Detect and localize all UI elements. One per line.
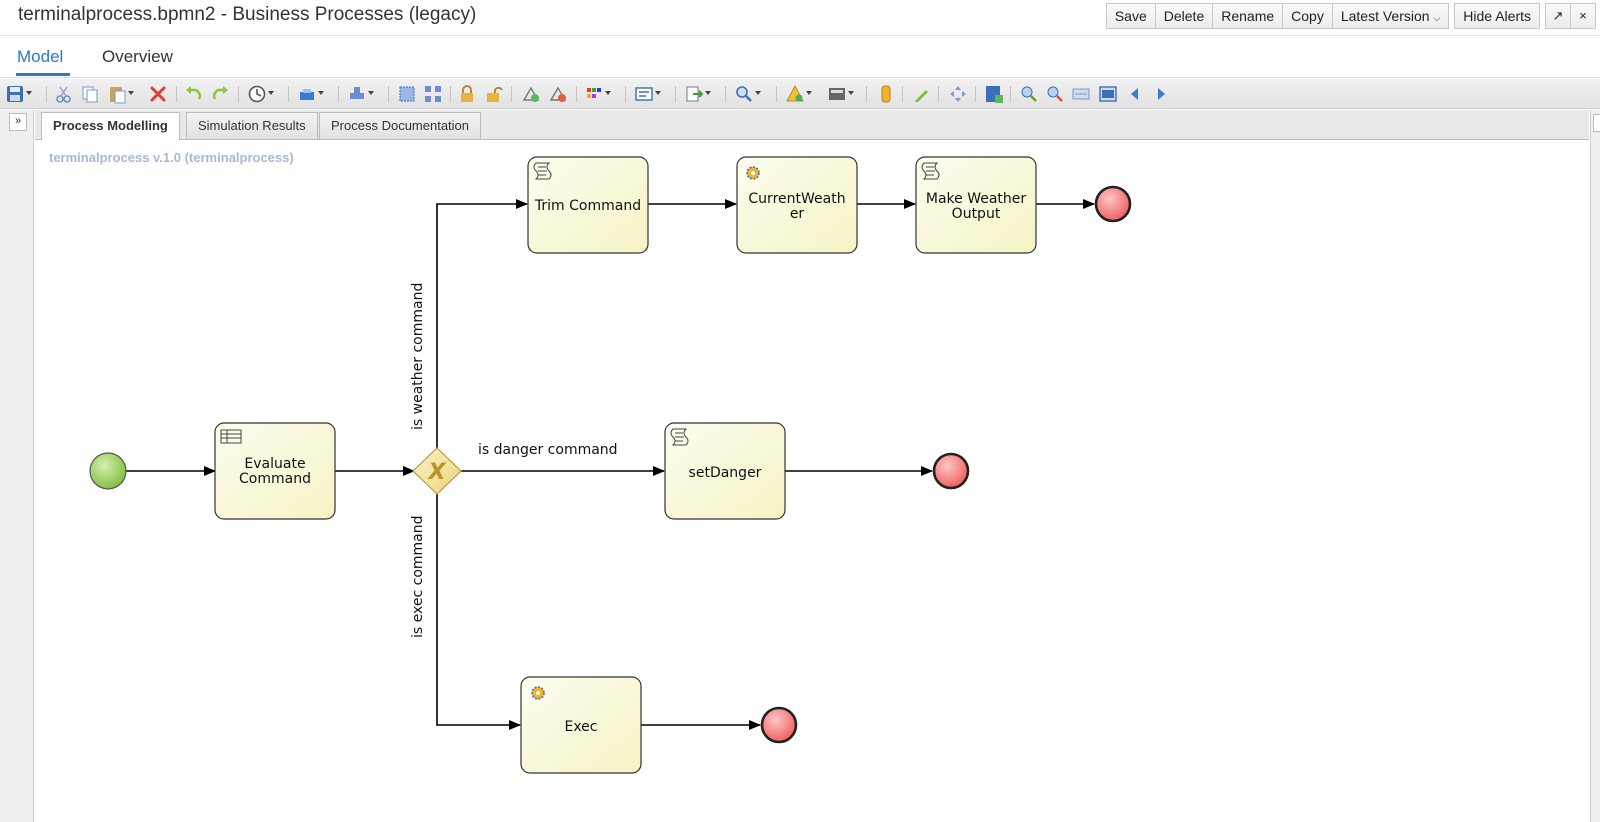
designer-tabs: Process Modelling Simulation Results Pro… (35, 110, 1589, 140)
window-title: terminalprocess.bpmn2 - Business Process… (18, 4, 477, 25)
fit-width-icon[interactable] (1071, 84, 1091, 104)
delete-icon[interactable] (148, 84, 168, 104)
end-event-exec[interactable] (760, 706, 798, 744)
shape-icon[interactable] (297, 84, 324, 104)
task-exec[interactable]: Exec (520, 676, 642, 774)
tab-overview[interactable]: Overview (102, 47, 173, 66)
task-label-line-2: Output (952, 206, 1001, 222)
script-icon (670, 428, 689, 446)
start-event[interactable] (89, 452, 127, 490)
paste-icon[interactable] (107, 84, 134, 104)
end-event-danger[interactable] (932, 452, 970, 490)
previous-icon[interactable] (1125, 84, 1145, 104)
task-evaluate-command[interactable]: Evaluate Command (214, 422, 336, 520)
zoom-out-icon[interactable] (1045, 84, 1065, 104)
task-label-line-2: Command (239, 471, 311, 487)
latest-version-dropdown[interactable]: Latest Version ⌵ (1331, 3, 1450, 29)
script-icon (533, 162, 552, 180)
gear-icon (531, 686, 545, 700)
editor-tabs: Model Overview (0, 37, 1600, 78)
title-bar: terminalprocess.bpmn2 - Business Process… (0, 0, 1600, 36)
tab-model[interactable]: Model (17, 47, 64, 66)
flow-weather[interactable] (436, 199, 528, 448)
task-make-weather-output[interactable]: Make Weather Output (915, 156, 1037, 254)
export-icon[interactable] (684, 84, 711, 104)
validate-icon[interactable] (734, 84, 761, 104)
task-label-line-2: er (790, 206, 805, 222)
tab-process-modelling[interactable]: Process Modelling (41, 112, 180, 140)
simulation-icon[interactable] (827, 84, 854, 104)
tab-process-documentation[interactable]: Process Documentation (319, 112, 482, 139)
maximize-icon[interactable]: ↗ (1545, 3, 1571, 29)
expand-panel-icon[interactable]: » (9, 113, 27, 131)
warning-icon[interactable] (785, 84, 812, 104)
rename-button[interactable]: Rename (1212, 3, 1284, 29)
flow-label-danger: is danger command (478, 442, 618, 458)
sequence-flows (126, 199, 1095, 730)
gateway-x-icon: X (427, 460, 447, 485)
close-icon[interactable]: × (1570, 3, 1596, 29)
task-label-line-1: Trim Command (534, 198, 641, 214)
task-label-line-1: CurrentWeath (748, 191, 845, 207)
color-palette-icon[interactable] (584, 84, 611, 104)
chevron-down-icon: ⌵ (1433, 13, 1441, 23)
task-label-line-1: Make Weather (926, 191, 1027, 207)
header-button-group: Save Delete Rename Copy Latest Version ⌵… (1105, 3, 1596, 29)
task-set-danger[interactable]: setDanger (664, 422, 786, 520)
latest-version-label: Latest Version (1340, 8, 1430, 24)
hide-alerts-button[interactable]: Hide Alerts (1454, 3, 1540, 29)
next-icon[interactable] (1151, 84, 1171, 104)
database-icon[interactable] (876, 84, 896, 104)
save-svg-icon[interactable] (984, 84, 1004, 104)
flow-label-exec: is exec command (410, 516, 426, 639)
process-canvas[interactable]: is weather command is danger command is … (35, 140, 1589, 822)
align-icon[interactable] (347, 84, 374, 104)
left-panel-collapsed: » (0, 110, 34, 822)
expand-properties-icon[interactable] (1593, 114, 1600, 132)
copy-icon[interactable] (80, 84, 100, 104)
task-label-line-1: Exec (564, 719, 597, 735)
active-tab-indicator (16, 73, 70, 76)
zoom-in-icon[interactable] (1019, 84, 1039, 104)
task-trim-command[interactable]: Trim Command (527, 156, 649, 254)
add-docker-icon[interactable] (521, 84, 541, 104)
process-name-label: terminalprocess v.1.0 (terminalprocess) (49, 150, 294, 165)
flow-label-weather: is weather command (410, 283, 426, 430)
redo-icon[interactable] (210, 84, 230, 104)
copy-button[interactable]: Copy (1282, 3, 1333, 29)
delete-button[interactable]: Delete (1154, 3, 1214, 29)
flow-exec[interactable] (436, 494, 521, 730)
cut-icon[interactable] (54, 84, 74, 104)
tab-simulation-results[interactable]: Simulation Results (186, 112, 318, 139)
business-rule-icon (220, 429, 242, 444)
remove-docker-icon[interactable] (548, 84, 568, 104)
pan-icon[interactable] (948, 84, 968, 104)
right-panel-collapsed (1590, 110, 1600, 822)
properties-icon[interactable] (634, 84, 661, 104)
select-all-icon[interactable] (397, 84, 417, 104)
group-icon[interactable] (423, 84, 443, 104)
unlock-icon[interactable] (484, 84, 504, 104)
designer-toolbar (0, 79, 1600, 109)
save-icon[interactable] (5, 84, 32, 104)
lock-icon[interactable] (457, 84, 477, 104)
exclusive-gateway[interactable]: X (412, 447, 462, 495)
task-label-line-1: setDanger (689, 465, 762, 481)
script-icon (921, 162, 940, 180)
bpmn-diagram: is weather command is danger command is … (89, 156, 1132, 774)
undo-icon[interactable] (184, 84, 204, 104)
fit-page-icon[interactable] (1098, 84, 1118, 104)
task-current-weather[interactable]: CurrentWeath er (736, 156, 858, 254)
end-event-weather[interactable] (1094, 185, 1132, 223)
task-label-line-1: Evaluate (244, 456, 305, 472)
save-button[interactable]: Save (1105, 3, 1156, 29)
edit-pencil-icon[interactable] (912, 84, 932, 104)
gear-icon (746, 166, 760, 180)
clock-icon[interactable] (247, 84, 274, 104)
